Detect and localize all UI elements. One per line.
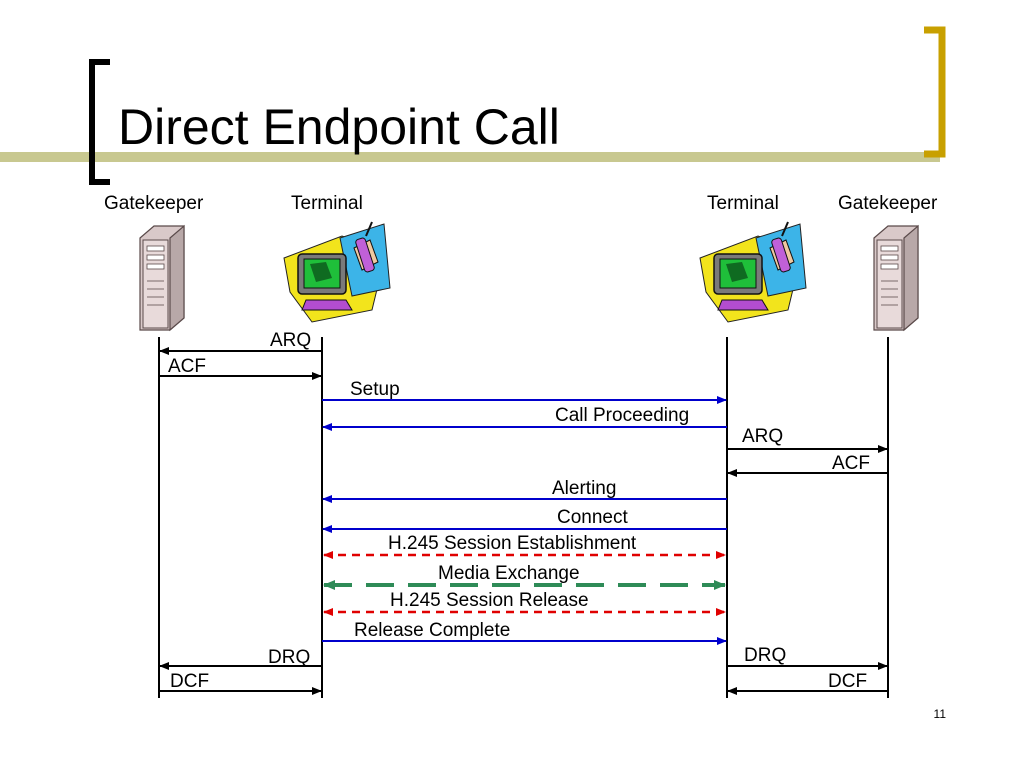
message-label-release-complete: Release Complete <box>354 620 511 641</box>
entity-label-terminal-left: Terminal <box>291 193 363 214</box>
message-label-arq-left: ARQ <box>270 330 312 351</box>
message-label-h245-establishment: H.245 Session Establishment <box>388 533 637 554</box>
message-label-acf-right: ACF <box>832 453 870 474</box>
message-label-drq-right: DRQ <box>744 645 787 666</box>
left-bracket <box>89 59 110 185</box>
message-label-dcf-right: DCF <box>828 671 868 692</box>
entity-label-gatekeeper-right: Gatekeeper <box>838 193 938 214</box>
server-icon <box>139 224 185 332</box>
message-label-alerting: Alerting <box>552 478 617 499</box>
entity-label-gatekeeper-left: Gatekeeper <box>104 193 204 214</box>
title-rule <box>0 152 940 162</box>
slide-title: Direct Endpoint Call <box>118 99 560 155</box>
message-label-h245-release: H.245 Session Release <box>390 590 589 611</box>
message-label-media-exchange: Media Exchange <box>438 563 580 584</box>
computer-phone-icon <box>283 221 391 323</box>
server-icon <box>873 224 919 332</box>
right-bracket <box>924 26 946 158</box>
message-label-call-proceeding: Call Proceeding <box>555 405 690 426</box>
entity-label-terminal-right: Terminal <box>707 193 779 214</box>
computer-phone-icon <box>699 221 807 323</box>
page-number: 11 <box>933 707 946 721</box>
message-label-dcf-left: DCF <box>170 671 210 692</box>
message-label-arq-right: ARQ <box>742 426 784 447</box>
message-label-acf-left: ACF <box>168 356 206 377</box>
message-label-connect: Connect <box>557 507 628 528</box>
message-label-drq-left: DRQ <box>268 647 311 668</box>
message-label-setup: Setup <box>350 379 400 400</box>
